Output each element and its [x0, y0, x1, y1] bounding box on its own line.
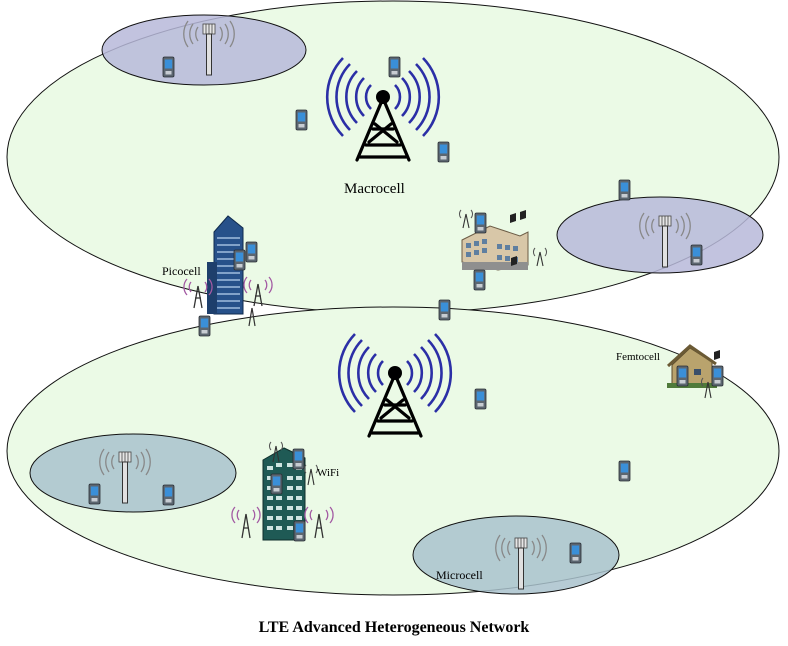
phone-icon — [474, 212, 487, 234]
wifi-antenna-icon-left — [231, 506, 261, 539]
office-antenna-icon-right — [533, 247, 547, 267]
picocell-antenna-icon-right — [243, 276, 273, 307]
small-cell-mast-icon-microcell — [495, 534, 547, 590]
wifi-building-icon — [262, 447, 306, 541]
macrocell-label: Macrocell — [344, 181, 405, 197]
phone-icon — [437, 141, 450, 163]
diagram-caption: LTE Advanced Heterogeneous Network — [258, 619, 530, 636]
phone-icon — [293, 520, 306, 542]
macrocell-ellipse-bottom — [6, 306, 780, 596]
phone-icon — [618, 460, 631, 482]
phone-icon — [474, 388, 487, 410]
macro-tower-icon-top — [325, 57, 441, 162]
phone-icon — [569, 542, 582, 564]
phone-icon — [162, 56, 175, 78]
phone-icon — [388, 56, 401, 78]
small-cell-mast-icon-left — [99, 448, 151, 504]
phone-icon — [88, 483, 101, 505]
phone-icon — [676, 365, 689, 387]
wifi-antenna-icon — [304, 464, 318, 486]
picocell-ellipse-top — [101, 14, 307, 86]
phone-icon — [711, 365, 724, 387]
small-cell-mast-icon-top — [183, 20, 235, 76]
phone-icon — [473, 269, 486, 291]
phone-icon — [438, 299, 451, 321]
picocell-antenna-icon-bottom — [248, 307, 256, 327]
phone-icon — [245, 241, 258, 263]
small-cell-mast-icon-right — [639, 212, 691, 268]
macro-tower-icon-bottom — [337, 333, 453, 438]
wifi-antenna-icon-right — [304, 506, 334, 539]
office-antenna-icon-left — [459, 209, 473, 229]
phone-icon — [198, 315, 211, 337]
phone-icon — [618, 179, 631, 201]
phone-icon — [292, 448, 305, 470]
phone-icon — [233, 249, 246, 271]
wifi-antenna-icon-top — [269, 441, 283, 463]
femtocell-ellipse-right — [556, 196, 764, 274]
picocell-antenna-icon-left — [183, 278, 213, 309]
femtocell-label: Femtocell — [616, 351, 660, 363]
office-building-icon — [461, 210, 529, 271]
phone-icon — [690, 244, 703, 266]
phone-icon — [270, 473, 283, 495]
microcell-ellipse — [412, 515, 620, 595]
microcell-label: Microcell — [436, 568, 483, 582]
picocell-label: Picocell — [162, 264, 201, 278]
phone-icon — [162, 484, 175, 506]
picocell-ellipse-left — [29, 433, 237, 513]
phone-icon — [295, 109, 308, 131]
wifi-label: WiFi — [317, 467, 339, 479]
